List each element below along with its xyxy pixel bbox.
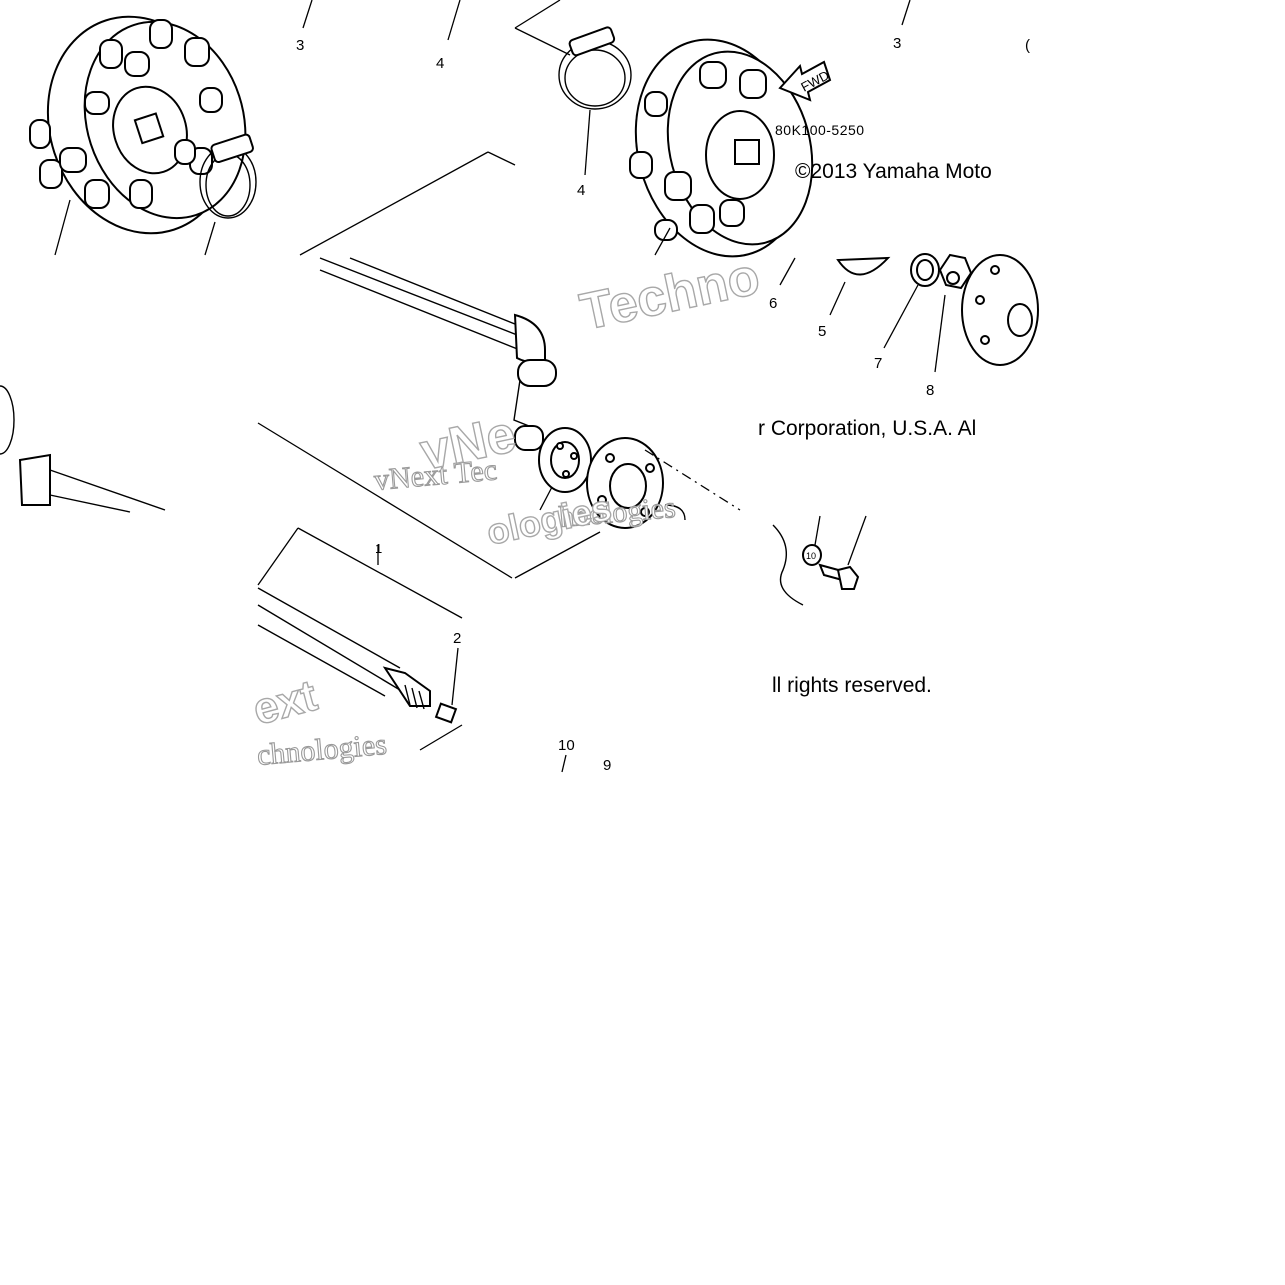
copyright-line2: r Corporation, U.S.A. Al [758, 417, 976, 440]
watermark-logies: ologies [483, 487, 615, 553]
callout-7: 7 [874, 355, 882, 372]
callout-5: 5 [818, 323, 826, 340]
watermark-chnologies: chnologies [256, 728, 388, 772]
shaft-spline-left [0, 385, 166, 513]
drive-shaft [319, 257, 557, 451]
sprocket-right [629, 38, 814, 258]
washer-7 [883, 253, 940, 349]
callout-1: 1 [375, 541, 382, 556]
callout-2: 2 [453, 630, 461, 647]
watermark-techno: Techno [575, 247, 764, 341]
bearing-housing [586, 437, 741, 529]
fwd-label: FWD [798, 67, 831, 94]
watermark-vne: vNe [415, 405, 520, 482]
bolt-and-washer: 10 [772, 515, 867, 606]
callout-3b: 3 [893, 35, 901, 52]
hose-clamp-right [558, 26, 632, 176]
watermark-ext: ext [248, 671, 322, 735]
shaft-assembly-frame [257, 151, 601, 579]
lower-shaft [257, 587, 458, 724]
copyright-line1: ©2013 Yamaha Moto [795, 160, 992, 183]
part-number: 80K100-5250 [775, 122, 865, 138]
callout-4a: 4 [436, 55, 444, 72]
callout-10: 10 [558, 737, 575, 754]
callout-3a: 3 [296, 37, 304, 54]
callout-cut-edge: ( [1025, 37, 1030, 54]
callout-9: 9 [603, 757, 611, 774]
callout-6: 6 [769, 295, 777, 312]
bearing [538, 427, 592, 511]
hose-clamp-left [199, 133, 257, 256]
nut-8 [934, 253, 973, 373]
callout-8: 8 [926, 382, 934, 399]
sprocket-left [29, 15, 247, 256]
callout-10b: 10 [806, 551, 816, 561]
washer-5 [829, 256, 891, 316]
callout-4b: 4 [577, 182, 585, 199]
copyright-line3: ll rights reserved. [772, 674, 932, 697]
hub-right [961, 254, 1039, 366]
